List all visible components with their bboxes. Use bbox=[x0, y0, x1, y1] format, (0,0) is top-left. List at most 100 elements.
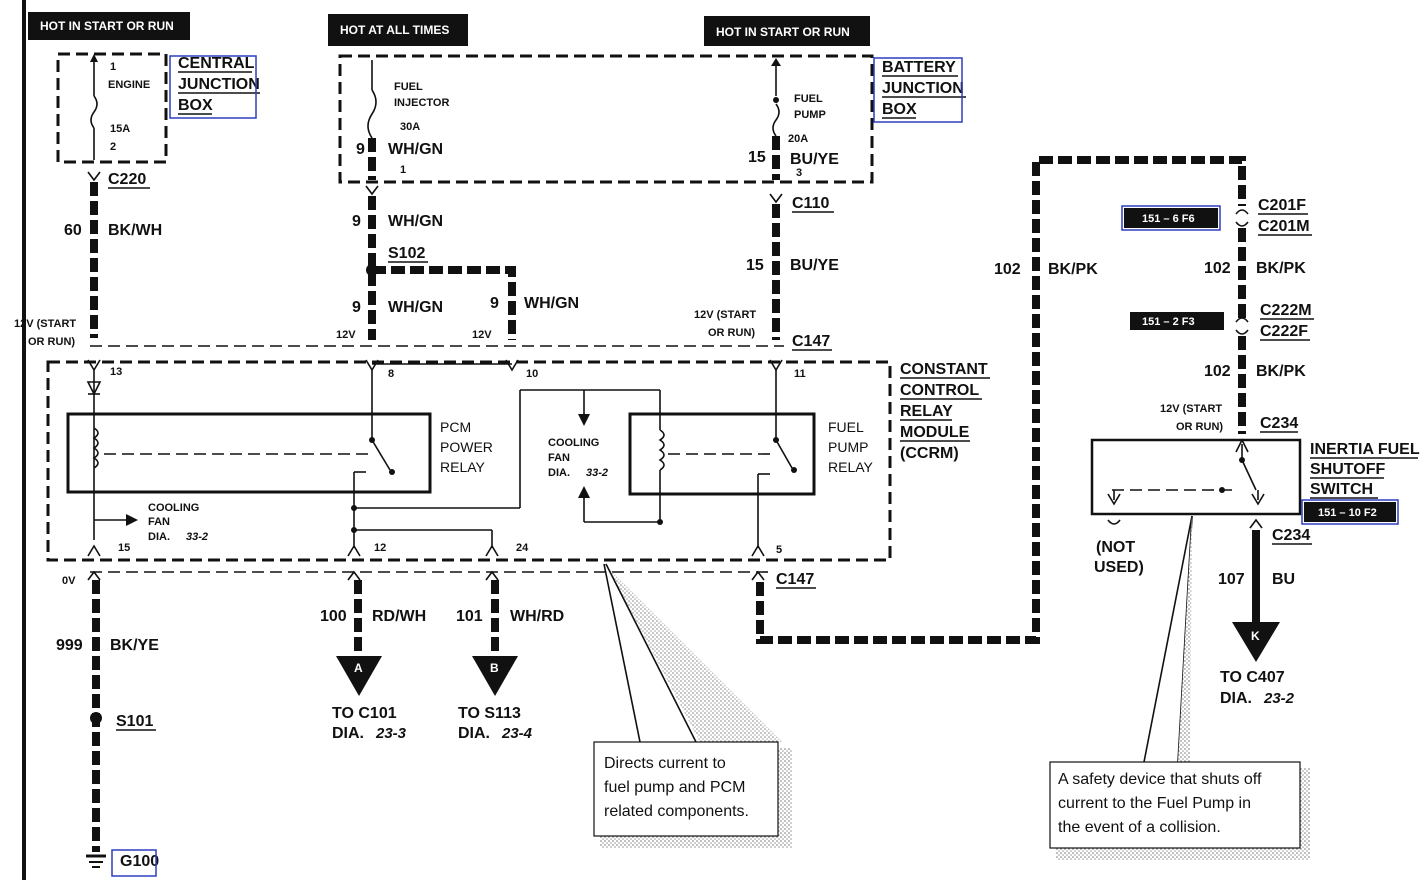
wires-w101-num-label: 101 bbox=[456, 608, 483, 625]
destinations-a-ref-label: 23-3 bbox=[375, 725, 407, 742]
arrow-up-icon bbox=[578, 486, 590, 498]
wires-w15-mid-num-label: 15 bbox=[746, 257, 764, 274]
wire-100-rd-wh: 100 RD/WH A TO C101 DIA. 23-3 bbox=[320, 570, 426, 742]
ccrm-cooling-mid-2-label: FAN bbox=[548, 452, 570, 464]
voltages-v12-start-run-mid-1-label: 12V (START bbox=[694, 309, 756, 321]
ccrm-cooling-left-2-label: FAN bbox=[148, 516, 170, 528]
inertia-fuel-shutoff-switch: INERTIA FUEL SHUTOFF SWITCH (NOT USED) bbox=[1090, 438, 1420, 576]
battery-junction-box-fuse-pump-1-label: FUEL bbox=[794, 93, 823, 105]
wire-9-wh-gn: 9 WH/GN S102 9 WH/GN 9 WH/GN 12V 12V bbox=[336, 185, 579, 341]
connectors-c222f-label: C222F bbox=[1260, 323, 1308, 340]
central-junction-box-fuse-name-label: ENGINE bbox=[108, 79, 150, 91]
header-hot-start-run-left: HOT IN START OR RUN bbox=[28, 12, 190, 40]
ccrm-pin-11-label: 11 bbox=[794, 368, 806, 380]
header-hot-start-run-right: HOT IN START OR RUN bbox=[704, 16, 870, 46]
ccrm-pin-8-label: 8 bbox=[388, 368, 394, 380]
wires-w999-num-label: 999 bbox=[56, 637, 83, 654]
wire-107-bu: C234 107 BU K TO C407 DIA. 23-2 bbox=[1218, 518, 1312, 707]
destinations-b-to-label: TO S113 bbox=[458, 705, 521, 722]
ccrm-pin-15-label: 15 bbox=[118, 542, 130, 554]
destinations-b-letter-label: B bbox=[490, 661, 499, 675]
callouts-inertia-1-label: A safety device that shuts off bbox=[1058, 771, 1262, 788]
ccrm-pin-5-label: 5 bbox=[776, 544, 782, 556]
inertia-not-used-2-label: USED) bbox=[1094, 559, 1144, 576]
wires-w100-color-label: RD/WH bbox=[372, 608, 426, 625]
wires-w9-top-num-label: 9 bbox=[356, 141, 365, 158]
voltages-v12-b-label: 12V bbox=[472, 329, 492, 341]
callouts-ccrm-2-label: fuel pump and PCM bbox=[604, 779, 745, 796]
ccrm-module: 13 8 10 11 COOLING FAN DIA. 33-2 PCM POW… bbox=[46, 359, 990, 562]
arrow-up-icon bbox=[90, 54, 98, 62]
inertia-title-3-label: SWITCH bbox=[1310, 481, 1373, 498]
voltage-0v: 0V bbox=[62, 575, 76, 587]
wires-w102-right-color-label: BK/PK bbox=[1256, 260, 1306, 277]
arrow-down-icon bbox=[578, 414, 590, 426]
inertia-title-1-label: INERTIA FUEL bbox=[1310, 441, 1420, 458]
battery-junction-box: FUEL INJECTOR 30A 1 9 WH/GN FUEL PUMP 20… bbox=[338, 54, 966, 184]
wire-60-bk-wh: C220 60 BK/WH 12V (START OR RUN) bbox=[14, 171, 162, 348]
wires-w102-low-num-label: 102 bbox=[1204, 363, 1231, 380]
locator-151-10: 151 – 10 F2 bbox=[1301, 499, 1399, 525]
pcm-power-relay bbox=[66, 412, 432, 494]
ccrm-pin-24-label: 24 bbox=[516, 542, 529, 554]
connector-k-icon bbox=[1232, 622, 1280, 662]
wires-w102-low-color-label: BK/PK bbox=[1256, 363, 1306, 380]
wires-w107-color-label: BU bbox=[1272, 571, 1295, 588]
wires-w9-mid-color-label: WH/GN bbox=[388, 213, 443, 230]
connector-a-icon bbox=[336, 656, 382, 696]
central-junction-box-fuse-top-label: 1 bbox=[110, 61, 116, 73]
splice-dot bbox=[90, 712, 102, 724]
callouts-inertia-3-label: the event of a collision. bbox=[1058, 819, 1221, 836]
battery-junction-box-fuse-injector-pin-label: 1 bbox=[400, 164, 406, 176]
locators-loc-151-2-label: 151 – 2 F3 bbox=[1142, 316, 1195, 328]
destinations-b-dia-label: DIA. bbox=[458, 725, 490, 742]
fuse-icon bbox=[772, 103, 780, 137]
ccrm-fuel-relay-3-label: RELAY bbox=[828, 459, 874, 475]
ccrm-cooling-left-ref-label: 33-2 bbox=[186, 531, 208, 543]
ccrm-cooling-mid-3-label: DIA. bbox=[548, 467, 570, 479]
ccrm-title-1-label: CONSTANT bbox=[900, 361, 988, 378]
callouts-ccrm-3-label: related components. bbox=[604, 803, 749, 820]
destinations-k-to-label: TO C407 bbox=[1220, 669, 1285, 686]
central-junction-box: 1 ENGINE 15A 2 CENTRAL JUNCTION BOX bbox=[56, 52, 260, 164]
destinations-k-letter-label: K bbox=[1251, 629, 1260, 643]
connectors-c201f-label: C201F bbox=[1258, 197, 1306, 214]
wire-999-bk-ye: 999 BK/YE S101 G100 bbox=[56, 570, 159, 877]
connectors-c222m-label: C222M bbox=[1260, 302, 1312, 319]
battery-junction-box-fuse-pump-2-label: PUMP bbox=[794, 109, 826, 121]
fuel-pump-relay bbox=[628, 412, 816, 496]
connectors-s101-label: S101 bbox=[116, 713, 153, 730]
locators-loc-151-10-label: 151 – 10 F2 bbox=[1318, 507, 1377, 519]
callout-inertia: A safety device that shuts off current t… bbox=[1049, 515, 1310, 860]
wires-w9-top-color-label: WH/GN bbox=[388, 141, 443, 158]
wires-w9-low-num-label: 9 bbox=[352, 299, 361, 316]
voltages-v12-start-run-mid-2-label: OR RUN) bbox=[708, 327, 755, 339]
wires-w101-color-label: WH/RD bbox=[510, 608, 564, 625]
wires-w102-right-num-label: 102 bbox=[1204, 260, 1231, 277]
destinations-a-letter-label: A bbox=[354, 661, 363, 675]
battery-junction-box-fuse-injector-1-label: FUEL bbox=[394, 81, 423, 93]
connectors-c201m-label: C201M bbox=[1258, 218, 1310, 235]
wires-w15-mid-color-label: BU/YE bbox=[790, 257, 839, 274]
connector-b-icon bbox=[472, 656, 518, 696]
ccrm-pcm-relay-3-label: RELAY bbox=[440, 459, 486, 475]
voltages-v12-start-run-right-2-label: OR RUN) bbox=[1176, 421, 1223, 433]
locator-151-6: 151 – 6 F6 bbox=[1121, 205, 1221, 231]
wires-w15-top-color-label: BU/YE bbox=[790, 151, 839, 168]
battery-junction-box-fuse-pump-pin-label: 3 bbox=[796, 167, 802, 179]
headers-hot-start-run-left-label: HOT IN START OR RUN bbox=[40, 19, 174, 33]
wires-w9-low-color-label: WH/GN bbox=[388, 299, 443, 316]
wires-w9-branch-num-label: 9 bbox=[490, 295, 499, 312]
voltages-v12-start-run-right-1-label: 12V (START bbox=[1160, 403, 1222, 415]
ccrm-cooling-left-3-label: DIA. bbox=[148, 531, 170, 543]
inertia-title-2-label: SHUTOFF bbox=[1310, 461, 1385, 478]
wires-w9-branch-color-label: WH/GN bbox=[524, 295, 579, 312]
callouts-inertia-2-label: current to the Fuel Pump in bbox=[1058, 795, 1251, 812]
battery-junction-box-title-2-label: JUNCTION bbox=[882, 80, 964, 97]
ccrm-title-2-label: CONTROL bbox=[900, 382, 979, 399]
battery-junction-box-title-3-label: BOX bbox=[882, 101, 917, 118]
headers-hot-all-times-label: HOT AT ALL TIMES bbox=[340, 23, 449, 37]
voltages-v12-start-run-left-2-label: OR RUN) bbox=[28, 336, 75, 348]
central-junction-box-fuse-rating-label: 15A bbox=[110, 123, 130, 135]
voltages-v12-start-run-left-1-label: 12V (START bbox=[14, 318, 76, 330]
